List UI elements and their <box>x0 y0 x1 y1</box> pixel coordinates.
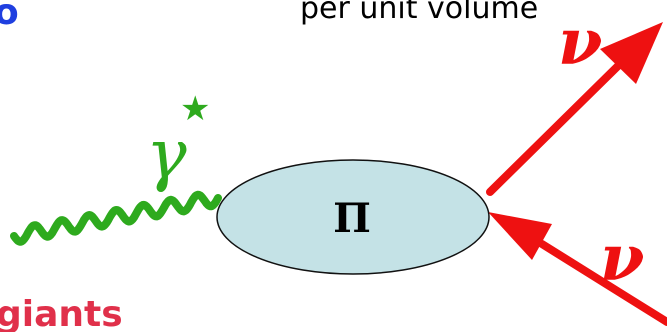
blue-fragment: o <box>0 0 19 33</box>
polarization-label: Π <box>333 195 371 242</box>
top-text: per unit volume <box>300 0 538 26</box>
neutrino-out-arrowhead <box>600 22 663 84</box>
neutrino-out-label: ν <box>558 5 602 80</box>
photon-gamma-label: γ <box>146 116 187 195</box>
neutrino-out-line <box>486 58 626 196</box>
photon-star-superscript: ★ <box>180 89 210 129</box>
neutrino-in-arrowhead <box>488 212 552 260</box>
neutrino-in-line <box>538 240 667 326</box>
photon-line <box>10 190 222 246</box>
polarization-blob <box>216 159 490 275</box>
neutrino-in-label: ν <box>600 221 644 296</box>
red-fragment: giants <box>0 294 123 332</box>
